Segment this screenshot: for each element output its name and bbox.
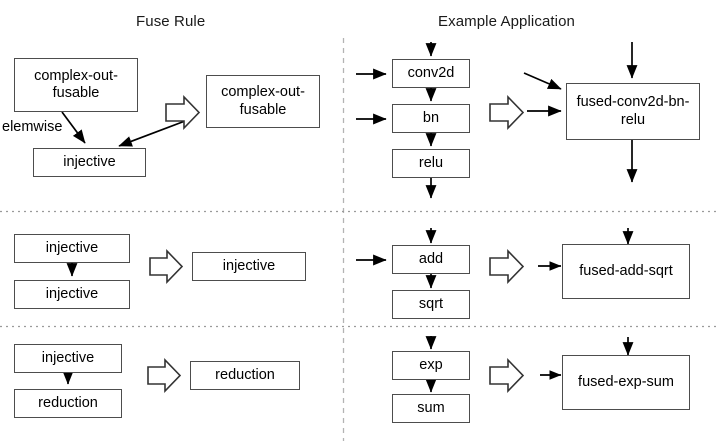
node-r3-ex-sum[interactable]: sum bbox=[392, 394, 470, 423]
node-r1-source-top[interactable]: complex-out-fusable bbox=[14, 58, 138, 112]
node-r2-source-bottom[interactable]: injective bbox=[14, 280, 130, 309]
node-r1-source-bottom[interactable]: injective bbox=[33, 148, 146, 177]
node-r2-result[interactable]: injective bbox=[192, 252, 306, 281]
node-r3-source-bottom[interactable]: reduction bbox=[14, 389, 122, 418]
column-title-fuse-rule: Fuse Rule bbox=[136, 13, 206, 30]
implication-arrow-r2-ex bbox=[489, 249, 525, 284]
node-r2-ex-sqrt[interactable]: sqrt bbox=[392, 290, 470, 319]
node-r1-ex-conv2d[interactable]: conv2d bbox=[392, 59, 470, 88]
edge-r1-top-to-bottom bbox=[61, 111, 86, 144]
node-r2-ex-result[interactable]: fused-add-sqrt bbox=[562, 244, 690, 299]
node-r1-ex-relu[interactable]: relu bbox=[392, 149, 470, 178]
node-r3-result[interactable]: reduction bbox=[190, 361, 300, 390]
node-r1-result[interactable]: complex-out-fusable bbox=[206, 75, 320, 128]
edge-label-elemwise: elemwise bbox=[2, 119, 63, 135]
node-r2-ex-add[interactable]: add bbox=[392, 245, 470, 274]
edge-r1-fused-in-diag bbox=[523, 72, 562, 90]
column-title-example-application: Example Application bbox=[438, 13, 575, 30]
implication-arrow-r2 bbox=[149, 249, 184, 284]
implication-arrow-r3-ex bbox=[489, 358, 525, 393]
node-r2-source-top[interactable]: injective bbox=[14, 234, 130, 263]
node-r3-ex-result[interactable]: fused-exp-sum bbox=[562, 355, 690, 410]
implication-arrow-r3 bbox=[147, 358, 182, 393]
edge-r1-external-into-injective bbox=[118, 120, 186, 147]
node-r1-ex-bn[interactable]: bn bbox=[392, 104, 470, 133]
node-r3-ex-exp[interactable]: exp bbox=[392, 351, 470, 380]
implication-arrow-r1-ex bbox=[489, 95, 525, 130]
node-r1-ex-result[interactable]: fused-conv2d-bn-relu bbox=[566, 83, 700, 140]
node-r3-source-top[interactable]: injective bbox=[14, 344, 122, 373]
implication-arrow-r1 bbox=[165, 95, 201, 130]
